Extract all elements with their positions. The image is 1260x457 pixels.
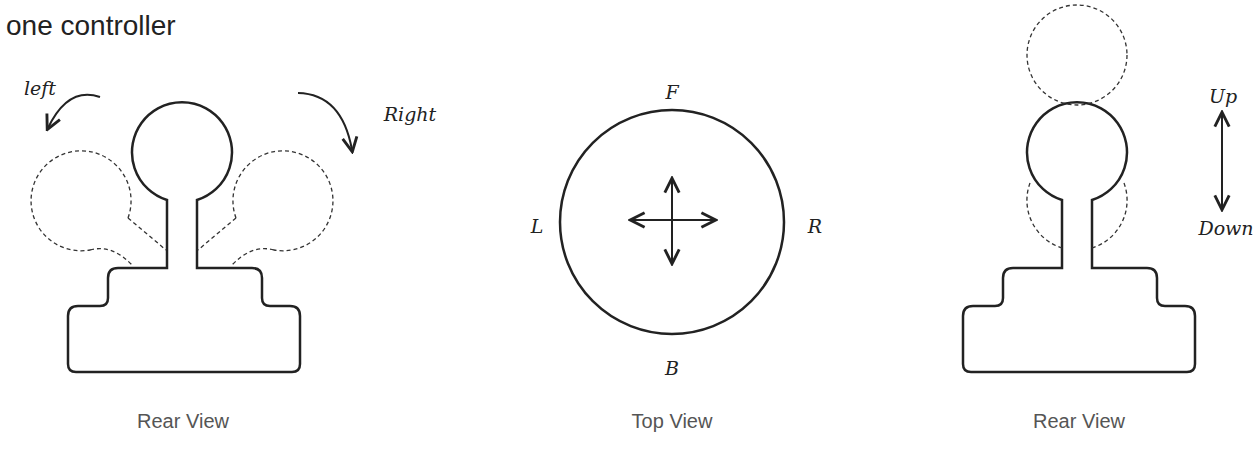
view-caption: Top View (632, 410, 713, 433)
tilt-ghost (31, 151, 333, 265)
updown-arrow (1221, 114, 1223, 208)
direction-label: L (531, 215, 544, 237)
diagram-title: one controller (6, 10, 176, 42)
direction-label: Up (1209, 85, 1237, 107)
direction-label: left (24, 77, 56, 99)
top-circle (560, 110, 784, 334)
view-caption: Rear View (1033, 410, 1125, 433)
direction-label: Down (1198, 217, 1253, 239)
cross-arrow (671, 180, 673, 262)
left-arrow (48, 95, 100, 128)
controller-body (68, 102, 300, 372)
lift-ghost (1027, 5, 1127, 248)
direction-label: B (665, 357, 679, 379)
direction-label: Right (384, 103, 436, 125)
view-caption: Rear View (137, 410, 229, 433)
controller-body (963, 102, 1195, 372)
direction-label: F (665, 81, 678, 103)
right-arrow (298, 93, 352, 150)
direction-label: R (808, 215, 822, 237)
